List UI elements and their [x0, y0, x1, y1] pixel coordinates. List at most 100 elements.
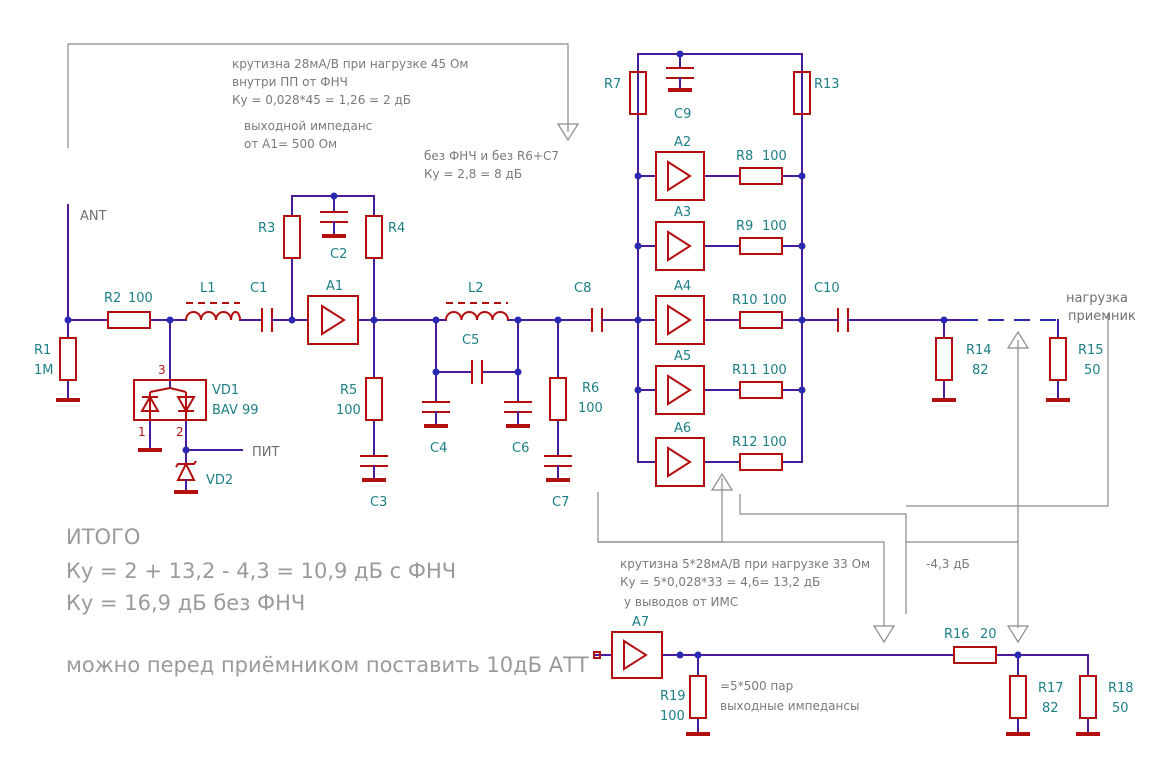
capacitor-c7	[544, 455, 572, 482]
annotation-lines	[67, 43, 1109, 644]
resistor-r14	[935, 337, 953, 381]
label-c6: C6	[512, 441, 529, 456]
label-r9: R9	[736, 219, 753, 234]
value-r14: 82	[972, 363, 989, 378]
label-c10: C10	[814, 281, 840, 296]
annotations: крутизна 28мА/В при нагрузке 45 Ом внутр…	[232, 57, 970, 713]
resistor-r19	[689, 675, 707, 719]
pin-3: 3	[158, 363, 166, 377]
capacitor-c2	[320, 211, 348, 238]
value-r12: 100	[762, 435, 787, 450]
resistor-r3	[283, 215, 301, 259]
value-r11: 100	[762, 363, 787, 378]
label-r2: R2	[104, 291, 121, 306]
resistor-r15	[1049, 337, 1067, 381]
resistor-r12	[739, 453, 783, 471]
label-r7: R7	[604, 77, 621, 92]
resistor-r5	[365, 377, 383, 421]
diode-vd2	[174, 460, 198, 494]
components	[56, 67, 1100, 736]
pin-1: 1	[138, 425, 146, 439]
label-l2: L2	[468, 281, 484, 296]
resistor-r7	[629, 71, 647, 115]
label-c5: C5	[462, 333, 479, 348]
annotation-lpf-line2: Ку = 2,8 = 8 дБ	[424, 167, 522, 181]
annotation-a1-line5: от А1= 500 Ом	[244, 137, 337, 151]
annotation-a1-line4: выходной импеданс	[244, 119, 372, 133]
label-c7: C7	[552, 495, 569, 510]
value-r18: 50	[1112, 701, 1129, 716]
label-a1: A1	[326, 279, 343, 294]
value-r15: 50	[1084, 363, 1101, 378]
label-r3: R3	[258, 221, 275, 236]
junctions	[64, 50, 1022, 659]
label-r6: R6	[582, 381, 599, 396]
value-r1: 1M	[34, 363, 54, 378]
capacitor-c10	[831, 308, 853, 332]
label-a7: A7	[632, 615, 649, 630]
resistor-r4	[365, 215, 383, 259]
inductor-l1	[185, 311, 241, 321]
annotation-a1-line3: Ку = 0,028*45 = 1,26 = 2 дБ	[232, 93, 411, 107]
label-c1: C1	[250, 281, 267, 296]
capacitor-c5	[471, 360, 483, 384]
annotation-lpf-line1: без ФНЧ и без R6+C7	[424, 149, 559, 163]
value-r5: 100	[336, 403, 361, 418]
amplifier-a7	[593, 631, 663, 679]
label-l1: L1	[200, 281, 216, 296]
annotation-a1-line1: крутизна 28мА/В при нагрузке 45 Ом	[232, 57, 468, 71]
label-r19: R19	[660, 689, 686, 704]
value-r10: 100	[762, 293, 787, 308]
summary-gain-with-lpf: Ку = 2 + 13,2 - 4,3 = 10,9 дБ с ФНЧ	[66, 559, 456, 583]
amplifier-a5	[655, 365, 705, 415]
label-r5: R5	[340, 383, 357, 398]
annotation-parallel-line1: крутизна 5*28мА/В при нагрузке 33 Ом	[620, 557, 870, 571]
summary-gain-without-lpf: Ку = 16,9 дБ без ФНЧ	[66, 591, 305, 615]
annotation-a1-line2: внутри ПП от ФНЧ	[232, 75, 348, 89]
resistor-r8	[739, 167, 783, 185]
capacitor-c1	[261, 308, 281, 332]
label-r13: R13	[814, 77, 840, 92]
capacitor-c6	[504, 401, 532, 428]
value-r19: 100	[660, 709, 685, 724]
summary: ИТОГО Ку = 2 + 13,2 - 4,3 = 10,9 дБ с ФН…	[66, 525, 589, 677]
resistor-r16	[953, 646, 997, 664]
value-r8: 100	[762, 149, 787, 164]
resistor-r1	[59, 337, 77, 381]
amplifier-a6	[655, 437, 705, 487]
value-r6: 100	[578, 401, 603, 416]
amplifier-a1	[307, 295, 359, 345]
reference-labels: R1 1M R2 100 L1 C1 R3 C2 R4 A1 R5 100 C3…	[34, 77, 1134, 724]
capacitor-c9	[666, 67, 694, 92]
label-r1: R1	[34, 343, 51, 358]
value-r16: 20	[980, 627, 997, 642]
label-a3: A3	[674, 205, 691, 220]
label-r12: R12	[732, 435, 758, 450]
resistor-r17	[1009, 675, 1027, 719]
resistor-r2	[107, 311, 151, 329]
label-c9: C9	[674, 107, 691, 122]
label-a4: A4	[674, 279, 691, 294]
annotation-parallel-line2: Ку = 5*0,028*33 = 4,6= 13,2 дБ	[620, 575, 820, 589]
label-c4: C4	[430, 441, 447, 456]
label-a5: A5	[674, 349, 691, 364]
label-r16: R16	[944, 627, 970, 642]
label-c3: C3	[370, 495, 387, 510]
resistor-r10	[739, 311, 783, 329]
ant-label: ANT	[80, 209, 107, 224]
pin-numbers: 1 2 3	[138, 363, 184, 439]
resistor-r18	[1079, 675, 1097, 719]
annotation-impedance-line2: выходные импедансы	[720, 699, 859, 713]
diode-vd1	[133, 379, 207, 452]
label-vd2: VD2	[206, 473, 233, 488]
label-r8: R8	[736, 149, 753, 164]
amplifier-a4	[655, 295, 705, 345]
pin-2: 2	[176, 425, 184, 439]
label-r18: R18	[1108, 681, 1134, 696]
label-r4: R4	[388, 221, 405, 236]
label-r11: R11	[732, 363, 758, 378]
value-vd1: BAV 99	[212, 403, 259, 418]
label-c8: C8	[574, 281, 591, 296]
annotation-impedance-line1: =5*500 пар	[720, 679, 793, 693]
